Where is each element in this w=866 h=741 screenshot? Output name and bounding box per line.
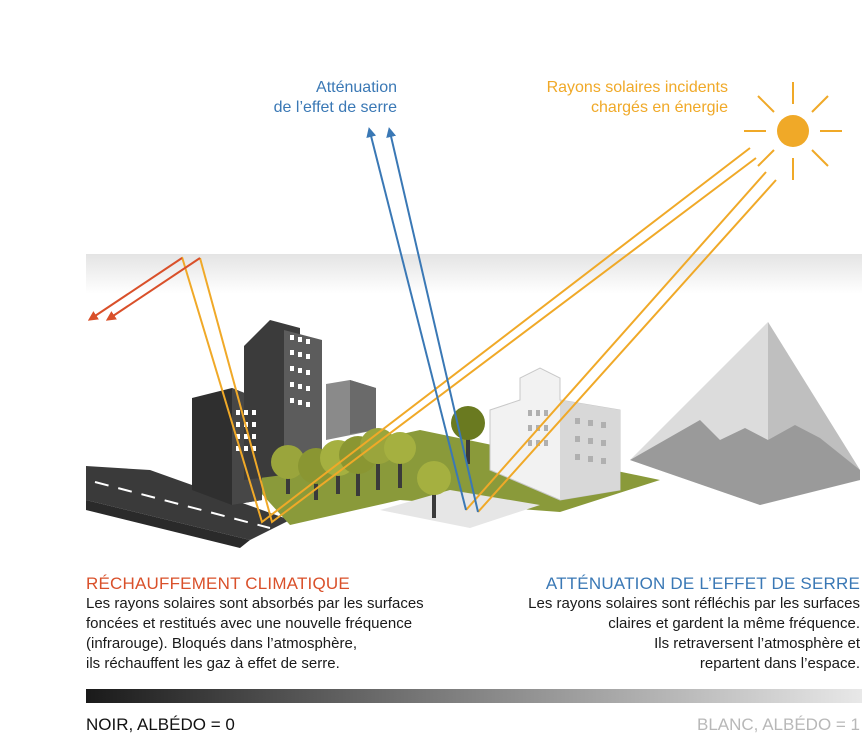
skyscraper-icon — [192, 320, 376, 505]
attenuation-text-line: repartent dans l’espace. — [699, 655, 860, 672]
attenuation-label: Atténuation de l’effet de serre — [240, 78, 397, 118]
incident-rays-label: Rayons solaires incidents chargés en éne… — [500, 78, 728, 118]
sun-icon — [744, 82, 842, 180]
attenuation-label-line2: de l’effet de serre — [273, 99, 397, 116]
black-albedo-label: NOIR, ALBÉDO = 0 — [86, 715, 235, 734]
mountain-icon — [630, 322, 860, 505]
attenuation-panel: ATTÉNUATION DE L’EFFET DE SERRE Les rayo… — [528, 574, 860, 674]
attenuation-text-line: claires et gardent la même fréquence. — [608, 615, 860, 632]
albedo-gradient-bar — [86, 689, 862, 703]
incident-rays-line2: chargés en énergie — [591, 99, 728, 116]
incident-rays-line1: Rayons solaires incidents — [546, 79, 728, 96]
white-building-icon — [489, 367, 621, 501]
atmosphere-band — [86, 254, 862, 294]
warming-text-line: foncées et restitués avec une nouvelle f… — [86, 615, 413, 632]
warming-text-line: Les rayons solaires sont absorbés par le… — [86, 595, 424, 612]
road-icon — [86, 466, 290, 548]
reflected-rays — [366, 127, 777, 513]
warming-text-line: ils réchauffent les gaz à effet de serre… — [86, 655, 340, 672]
warming-title: RÉCHAUFFEMENT CLIMATIQUE — [86, 574, 350, 593]
warming-text-line: (infrarouge). Bloqués dans l’atmosphère, — [86, 635, 357, 652]
white-albedo-label: BLANC, ALBÉDO = 1 — [697, 715, 860, 734]
attenuation-text-line: Ils retraversent l’atmosphère et — [654, 635, 860, 652]
warming-panel: RÉCHAUFFEMENT CLIMATIQUE Les rayons sola… — [86, 574, 424, 674]
albedo-illustration — [86, 82, 862, 548]
attenuation-label-line1: Atténuation — [316, 79, 397, 96]
light-paving — [380, 490, 540, 528]
attenuation-title: ATTÉNUATION DE L’EFFET DE SERRE — [545, 574, 860, 593]
attenuation-text-line: Les rayons solaires sont réfléchis par l… — [528, 595, 860, 612]
absorbed-rays — [87, 147, 757, 524]
tree-icon — [271, 406, 485, 518]
